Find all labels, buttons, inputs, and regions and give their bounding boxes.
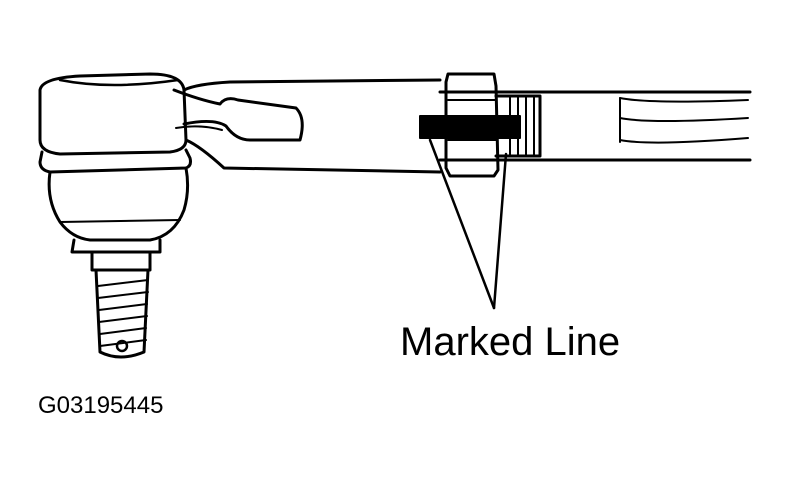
arm-web	[172, 88, 304, 142]
adjusting-sleeve	[438, 90, 752, 162]
tie-rod-end	[38, 72, 442, 359]
threaded-rod	[419, 115, 521, 139]
marked-line-label: Marked Line	[400, 320, 621, 364]
figure-id: G03195445	[38, 392, 164, 419]
callout-leaders	[428, 138, 508, 310]
